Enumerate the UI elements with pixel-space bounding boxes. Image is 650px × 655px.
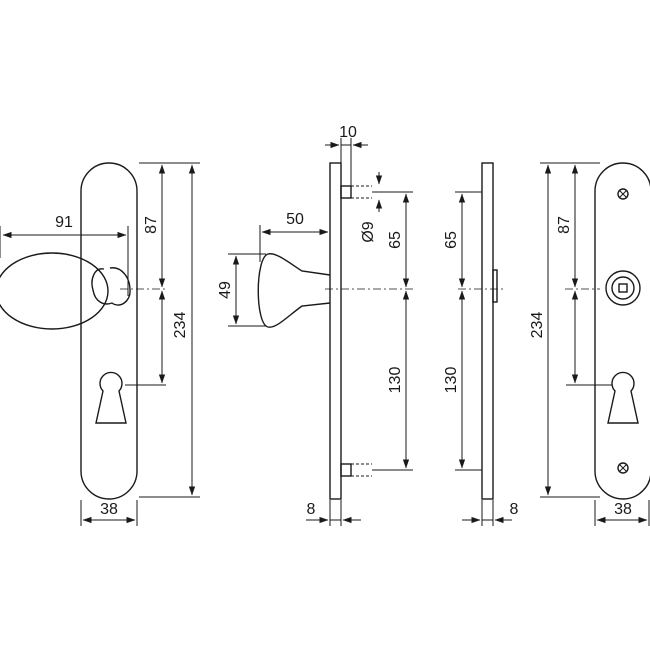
back-view: 234 87 38 — [529, 162, 650, 526]
spindle-rose-inner — [611, 276, 635, 300]
dim-knob-diameter: 49 — [217, 281, 234, 299]
side-top-pin — [340, 185, 352, 199]
side-bottom-pin — [340, 463, 352, 477]
dim-upper-spacing: 65 — [387, 231, 404, 249]
dim-back-total-height: 234 — [529, 312, 546, 339]
dim-plate-width: 38 — [100, 501, 118, 518]
bottom-screw-icon — [617, 462, 629, 474]
dim-top-to-knob: 87 — [143, 216, 160, 234]
front-backplate — [80, 162, 138, 500]
side-view: 50 49 10 Ø9 65 130 8 — [217, 124, 415, 526]
dim-knob-projection: 91 — [55, 214, 73, 231]
dim-back-width: 38 — [614, 501, 632, 518]
cylinder-hole — [95, 371, 127, 424]
front-view: 91 87 234 38 — [0, 162, 200, 526]
side-plate — [329, 162, 342, 500]
spindle-rose-outer — [605, 270, 641, 306]
back-cylinder-hole — [607, 371, 639, 424]
knob-grip — [0, 252, 109, 330]
inner-plate — [481, 162, 494, 500]
dim-inner-upper-spacing: 65 — [443, 231, 460, 249]
inner-latch-tab — [492, 269, 498, 303]
back-plate — [594, 162, 650, 500]
dim-plate-thickness: 8 — [307, 501, 316, 518]
dim-inner-lower-spacing: 130 — [443, 367, 460, 394]
top-screw-icon — [617, 188, 629, 200]
knob-rose — [91, 267, 131, 306]
dim-total-height: 234 — [172, 312, 189, 339]
side-knob — [257, 253, 331, 328]
spindle-square — [618, 283, 628, 293]
dim-inner-plate-thickness: 8 — [510, 501, 519, 518]
dim-back-top-to-spindle: 87 — [556, 216, 573, 234]
inner-side-view: 65 130 8 — [443, 162, 519, 526]
dim-pin-diameter: Ø9 — [360, 221, 377, 242]
dim-side-knob-projection: 50 — [286, 211, 304, 228]
dim-lower-spacing: 130 — [387, 367, 404, 394]
dim-pin-offset: 10 — [339, 124, 357, 141]
